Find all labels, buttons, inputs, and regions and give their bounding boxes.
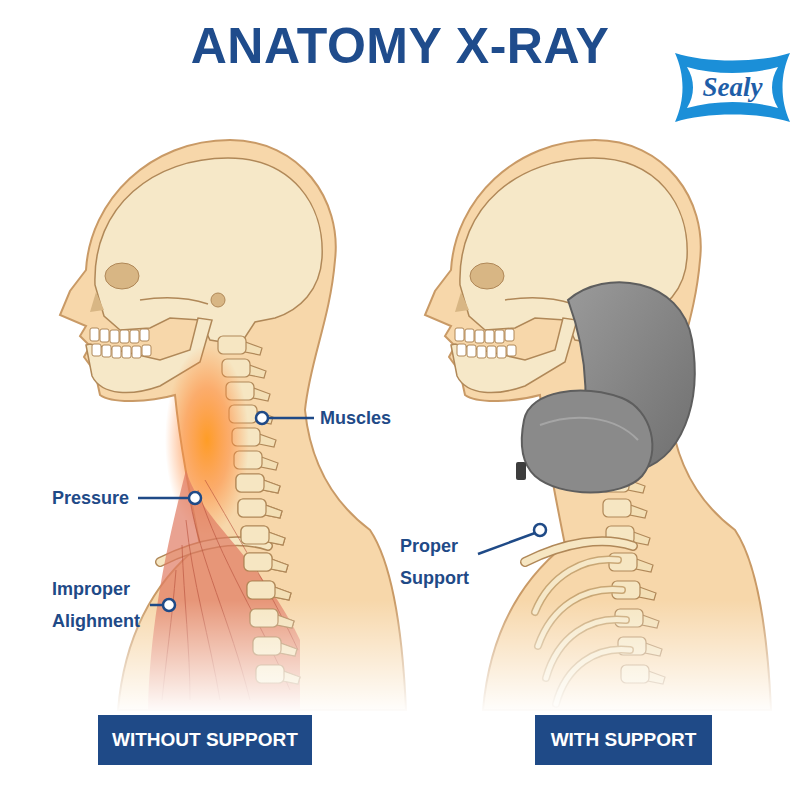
callout-label: Pressure xyxy=(52,486,129,510)
callout-label: Improper Alighment xyxy=(52,573,152,637)
logo-text: Sealy xyxy=(703,72,763,103)
caption-band: WITH SUPPORT xyxy=(535,715,712,765)
band-text: WITHOUT SUPPORT xyxy=(112,729,298,751)
caption-band: WITHOUT SUPPORT xyxy=(98,715,312,765)
callout-label: Muscles xyxy=(320,406,391,430)
brand-logo: Sealy xyxy=(675,45,790,130)
band-text: WITH SUPPORT xyxy=(551,729,697,751)
callout-label: Proper Support xyxy=(400,530,486,594)
